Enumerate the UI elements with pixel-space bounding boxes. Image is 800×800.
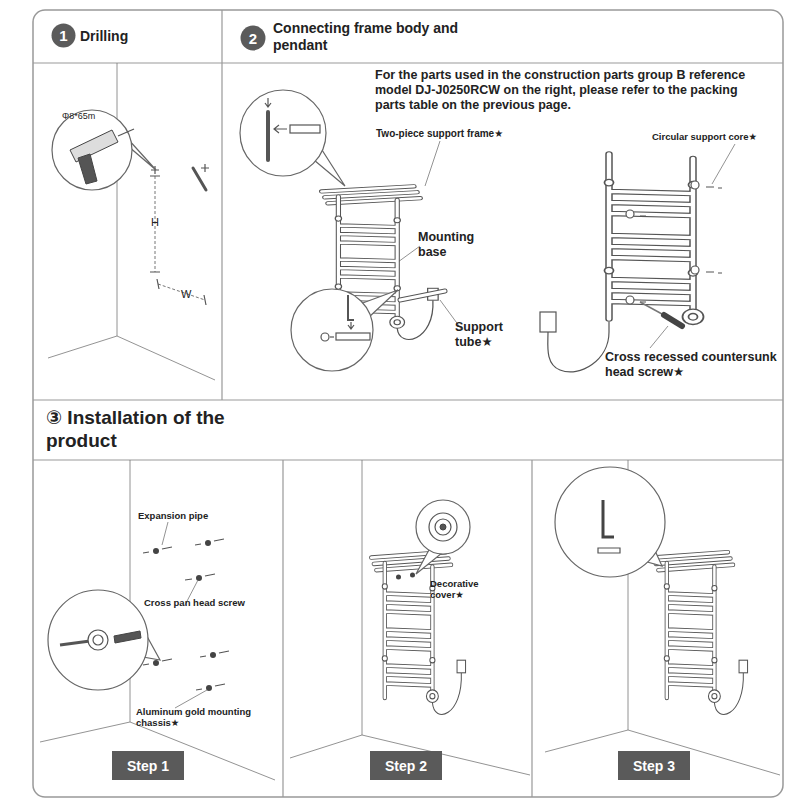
screw-detail: [60, 641, 90, 645]
plug-box: [540, 312, 556, 332]
insert-arrow: [348, 322, 354, 329]
pencil: [193, 168, 206, 190]
part-label: Support tube★: [455, 320, 515, 350]
part-label: Cross pan head screw: [144, 597, 245, 608]
step-tag: Step 3: [618, 751, 690, 780]
part-label: Circular support core★: [652, 131, 757, 142]
step-tag: Step 2: [370, 751, 442, 780]
insert-arrow: [265, 98, 271, 107]
cover-dots: [396, 573, 415, 580]
step-tag-text: Step 3: [618, 751, 690, 780]
part-label: Aluminum gold mounting chassis★: [136, 706, 264, 729]
hex-key: [603, 500, 614, 537]
magnifier-bubble: [240, 90, 326, 176]
wall-corner: [48, 63, 215, 380]
step-tag-text: Step 2: [370, 751, 442, 780]
hex-key: [348, 295, 354, 320]
section-header: ③ Installation of the product: [33, 400, 783, 460]
drill-size-label: Φ8*65m: [62, 111, 95, 122]
support-core: [626, 210, 634, 218]
wall-corner: [40, 460, 275, 780]
section-header: Connecting frame body and pendant 2: [222, 10, 783, 63]
step-number-badge-text: 2: [240, 25, 266, 51]
support-core-detail: [321, 333, 329, 341]
towel-rack-step: [371, 552, 465, 714]
wall-corner: [290, 460, 530, 775]
magnifier-bubble: [48, 590, 148, 690]
instruction-note: For the parts used in the construction p…: [375, 68, 755, 113]
section-header-text: Connecting frame body and pendant: [273, 10, 463, 63]
anchor-dots: [153, 540, 216, 691]
dimension-ticks: [150, 176, 206, 305]
support-tube: [400, 291, 445, 300]
section-header: Drilling1: [33, 10, 222, 63]
height-dimension: [155, 176, 205, 300]
chassis-detail: [93, 635, 103, 645]
frame-bar-detail: [266, 112, 270, 160]
insert-arrow: [274, 125, 287, 133]
cover-detail: [435, 519, 451, 535]
screw-marks: [640, 187, 722, 302]
towel-rack-step: [653, 552, 747, 714]
screwdriver-shaft: [640, 302, 662, 314]
badge-circle: [52, 24, 76, 48]
leader-line: [162, 522, 207, 708]
magnifier-bubble: [52, 110, 132, 190]
chassis-detail: [88, 630, 108, 650]
support-tube-detail: [336, 333, 370, 340]
dimension-label: H: [151, 216, 159, 229]
drill-body: [70, 130, 118, 162]
wall-corner: [545, 460, 780, 775]
magnifier-bubble: [555, 467, 665, 577]
part-label: Cross recessed countersunk head screw★: [605, 350, 777, 380]
support-core: [691, 266, 699, 274]
grid-lines: [33, 10, 783, 797]
part-label: Mounting base: [418, 230, 480, 260]
power-cord: [548, 322, 609, 372]
dimension-label: W: [181, 288, 191, 301]
support-core: [626, 296, 634, 304]
step-number-badge-text: 1: [51, 23, 76, 48]
support-tube-highlight: [400, 291, 445, 300]
screwdriver-handle: [664, 315, 682, 326]
step-tag: Step 1: [112, 751, 184, 780]
leader-line: [398, 141, 735, 348]
cover-detail: [440, 524, 446, 530]
section-header-text: Drilling: [80, 10, 220, 63]
anchor-detail: [114, 631, 141, 643]
step-number-badge: 1: [51, 23, 76, 48]
part-label: Decorative cover★: [430, 578, 492, 601]
magnifier-bubble: [416, 500, 470, 554]
hole-marker: [151, 164, 209, 174]
step-number-badge: 2: [240, 25, 266, 51]
support-frame-detail: [290, 125, 320, 133]
drill-handle: [78, 154, 97, 184]
outer-frame: [33, 10, 783, 797]
screw-head-detail: [598, 548, 620, 553]
cover-detail: [429, 513, 457, 541]
section-header-text: ③ Installation of the product: [46, 400, 251, 460]
step-tag-text: Step 1: [112, 751, 184, 780]
part-label: Two-piece support frame★: [376, 128, 503, 140]
insert-arrow: [330, 336, 334, 337]
expansion-pipe-marks: [143, 539, 229, 690]
drill-bit: [118, 129, 134, 136]
towel-rack-front: [605, 154, 704, 325]
badge-circle: [241, 26, 266, 51]
part-label: Expansion pipe: [138, 510, 208, 521]
magnifier-bubble: [291, 289, 373, 371]
support-core: [691, 181, 699, 189]
